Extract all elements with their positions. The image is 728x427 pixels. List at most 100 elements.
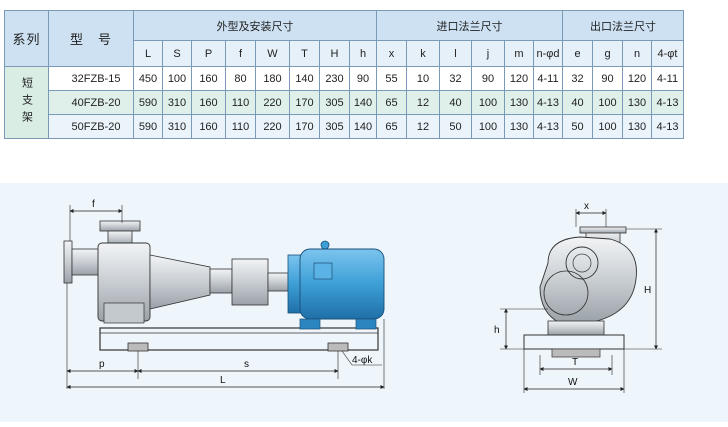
value-cell: 310	[162, 114, 192, 139]
model-cell: 32FZB-15	[48, 66, 134, 91]
value-cell: 180	[255, 66, 290, 91]
value-cell: 120	[622, 66, 652, 91]
value-cell: 450	[133, 66, 163, 91]
volute-casing	[539, 236, 637, 324]
value-cell: 4-11	[651, 66, 684, 91]
col-header: L	[133, 40, 163, 67]
col-header: S	[162, 40, 192, 67]
col-header: 4-φt	[651, 40, 684, 67]
table-row: 50FZB-20 590 310 160 110 220 170 305 140…	[5, 114, 684, 139]
dim-label-W: W	[568, 377, 578, 388]
value-cell: 12	[406, 114, 440, 139]
value-cell: 90	[349, 66, 377, 91]
value-cell: 40	[439, 90, 472, 115]
col-header: e	[562, 40, 593, 67]
value-cell: 140	[289, 66, 320, 91]
dim-label-T: T	[572, 357, 578, 368]
value-cell: 130	[504, 114, 534, 139]
bearing-bracket	[149, 254, 211, 310]
lifting-eye	[320, 240, 330, 250]
value-cell: 100	[162, 66, 192, 91]
spec-table: 系列 型 号 外型及安装尺寸 进口法兰尺寸 出口法兰尺寸 L S P f W T…	[4, 10, 684, 139]
value-cell: 590	[133, 114, 163, 139]
col-header: T	[289, 40, 320, 67]
value-cell: 160	[191, 90, 226, 115]
value-cell: 305	[319, 90, 350, 115]
value-cell: 4-13	[651, 114, 684, 139]
model-header: 型 号	[48, 10, 134, 67]
table-row: 40FZB-20 590 310 160 110 220 170 305 140…	[5, 90, 684, 115]
dim-label-x: x	[584, 201, 589, 212]
value-cell: 220	[255, 90, 290, 115]
value-cell: 80	[225, 66, 256, 91]
value-cell: 65	[376, 114, 407, 139]
dim-label-f: f	[92, 199, 95, 210]
value-cell: 32	[439, 66, 472, 91]
value-cell: 305	[319, 114, 350, 139]
value-cell: 10	[406, 66, 440, 91]
outlet-nozzle	[99, 220, 141, 232]
value-cell: 230	[319, 66, 350, 91]
dim-label-p: p	[99, 359, 105, 370]
value-cell: 100	[592, 114, 623, 139]
value-cell: 65	[376, 90, 407, 115]
value-cell: 55	[376, 66, 407, 91]
value-cell: 4-13	[533, 114, 563, 139]
value-cell: 170	[289, 114, 320, 139]
col-header: x	[376, 40, 407, 67]
group-outlet-flange: 出口法兰尺寸	[562, 10, 684, 41]
dim-label-H: H	[644, 285, 651, 296]
pump-drawing: f p s L 4-φk	[63, 199, 662, 393]
terminal-box	[313, 262, 333, 280]
col-header: k	[406, 40, 440, 67]
col-header: j	[471, 40, 505, 67]
front-view: x H h T W	[494, 201, 662, 393]
value-cell: 32	[562, 66, 593, 91]
value-cell: 100	[471, 90, 505, 115]
side-view: f p s L 4-φk	[63, 199, 385, 390]
value-cell: 110	[225, 114, 256, 139]
col-header: l	[439, 40, 472, 67]
col-header: W	[255, 40, 290, 67]
value-cell: 4-13	[533, 90, 563, 115]
value-cell: 170	[289, 90, 320, 115]
value-cell: 130	[622, 90, 652, 115]
inlet-flange	[63, 240, 73, 284]
value-cell: 50	[439, 114, 472, 139]
value-cell: 12	[406, 90, 440, 115]
value-cell: 40	[562, 90, 593, 115]
col-header: n	[622, 40, 652, 67]
motor	[299, 248, 385, 320]
dim-label-h: h	[494, 325, 500, 336]
col-header: m	[504, 40, 534, 67]
col-header: H	[319, 40, 350, 67]
value-cell: 100	[471, 114, 505, 139]
col-header: h	[349, 40, 377, 67]
group-inlet-flange: 进口法兰尺寸	[376, 10, 563, 41]
series-name: 短支架	[4, 66, 49, 139]
col-header: f	[225, 40, 256, 67]
value-cell: 4-11	[533, 66, 563, 91]
value-cell: 160	[191, 114, 226, 139]
group-outline-install: 外型及安装尺寸	[133, 10, 377, 41]
model-cell: 40FZB-20	[48, 90, 134, 115]
model-cell: 50FZB-20	[48, 114, 134, 139]
value-cell: 590	[133, 90, 163, 115]
value-cell: 310	[162, 90, 192, 115]
value-cell: 50	[562, 114, 593, 139]
table-row: 短支架 32FZB-15 450 100 160 80 180 140 230 …	[4, 66, 684, 139]
value-cell: 130	[504, 90, 534, 115]
value-cell: 140	[349, 114, 377, 139]
col-header: n-φd	[533, 40, 563, 67]
base-frame	[99, 327, 379, 351]
coupling	[231, 258, 269, 306]
dim-label-bolt: 4-φk	[352, 355, 373, 366]
value-cell: 4-13	[651, 90, 684, 115]
value-cell: 160	[191, 66, 226, 91]
value-cell: 90	[471, 66, 505, 91]
value-cell: 140	[349, 90, 377, 115]
value-cell: 120	[504, 66, 534, 91]
value-cell: 110	[225, 90, 256, 115]
value-cell: 90	[592, 66, 623, 91]
inlet-circle	[565, 246, 599, 280]
